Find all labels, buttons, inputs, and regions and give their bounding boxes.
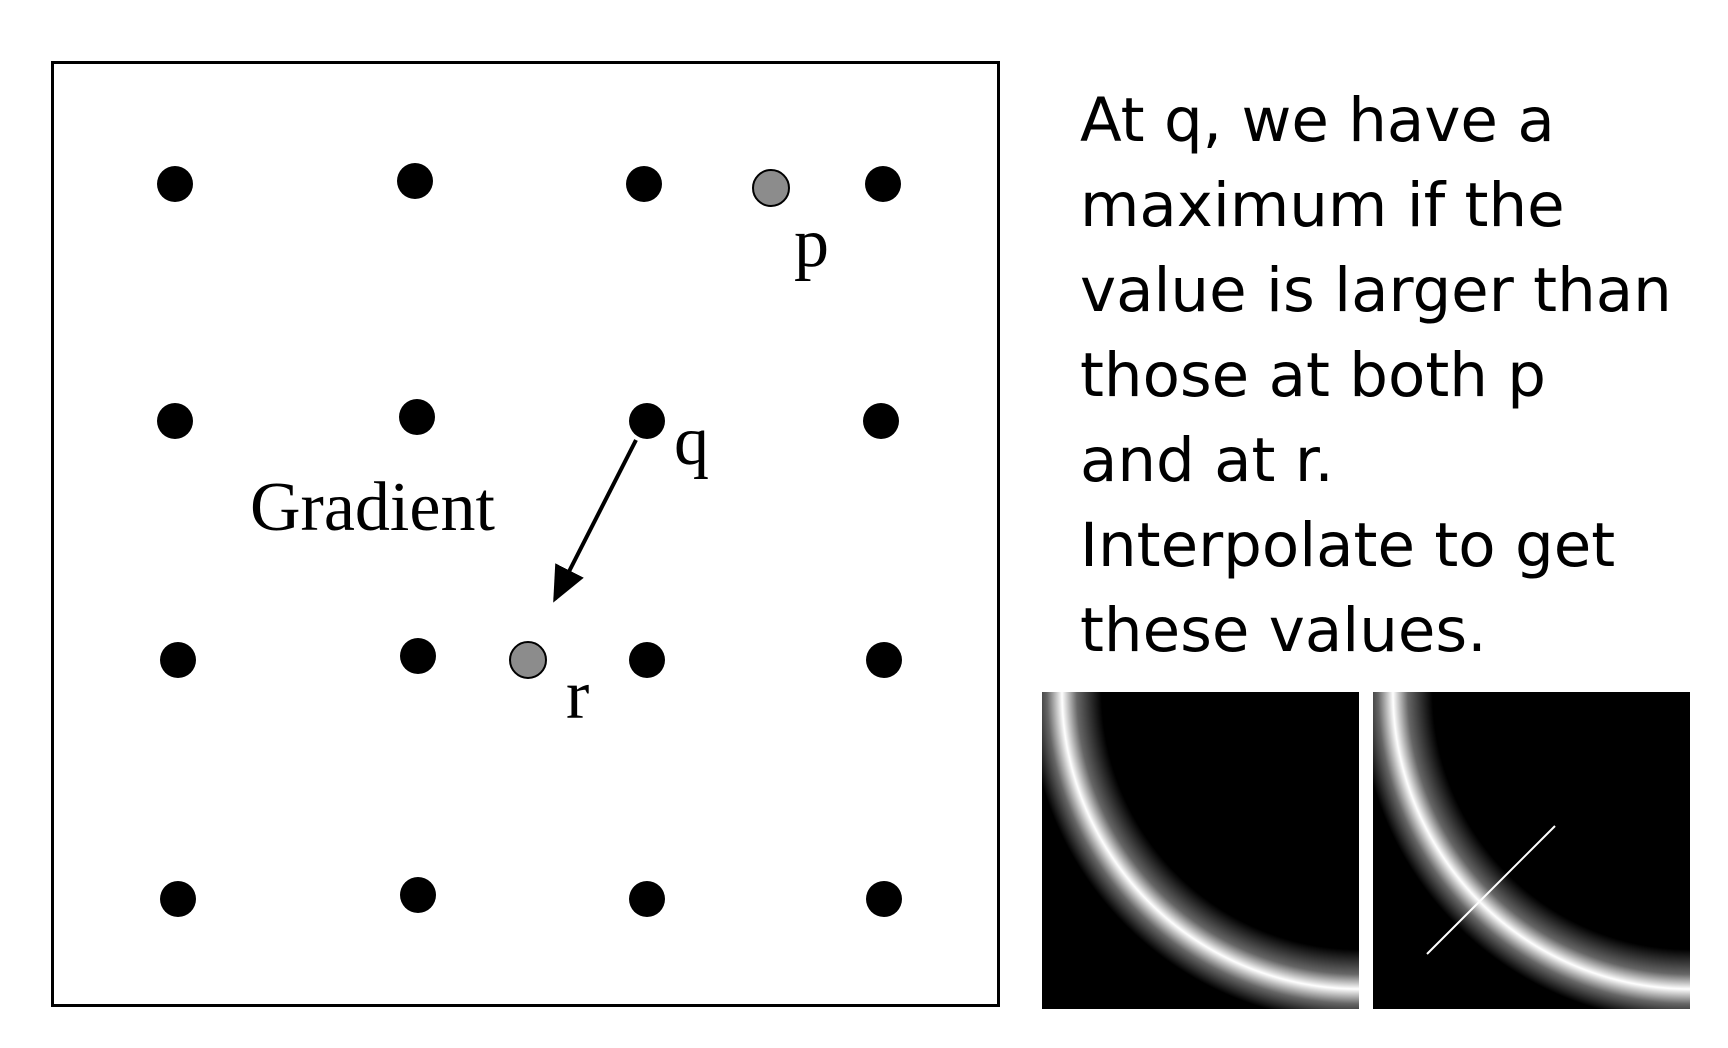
grid-point [629,642,665,678]
grid-point [397,163,433,199]
grid-point [866,881,902,917]
explanation-line: and at r. [1080,425,1334,496]
explanation-line: these values. [1080,595,1487,666]
edge-magnitude-image [1042,692,1359,1009]
interpolation-diagram: p q Gradient r [51,61,1000,1007]
explanation-line: maximum if the [1080,170,1565,241]
diagram-canvas: p q Gradient r [157,163,902,917]
grid-point [157,166,193,202]
grid-point [866,642,902,678]
explanation-line: value is larger than [1080,255,1672,326]
grid-point [399,399,435,435]
grid-point [157,403,193,439]
grid-point [160,881,196,917]
label-r: r [566,657,589,734]
grid-point [400,638,436,674]
grid-point [865,166,901,202]
gradient-arrow [553,439,638,603]
label-gradient: Gradient [250,469,495,546]
explanation-text: At q, we have a maximum if the value is … [1080,78,1700,673]
point-q [629,403,665,439]
grid-point [160,642,196,678]
point-r [509,641,547,679]
gradient-line [1426,825,1556,955]
label-q: q [674,403,709,480]
grid-point [863,403,899,439]
grid-point [626,166,662,202]
grid-point [400,877,436,913]
grid-point [629,881,665,917]
point-p [752,169,790,207]
explanation-line: Interpolate to get [1080,510,1616,581]
edge-magnitude-image-with-gradient-line [1373,692,1690,1009]
label-p: p [794,205,829,282]
explanation-line: those at both p [1080,340,1547,411]
explanation-line: At q, we have a [1080,85,1555,156]
